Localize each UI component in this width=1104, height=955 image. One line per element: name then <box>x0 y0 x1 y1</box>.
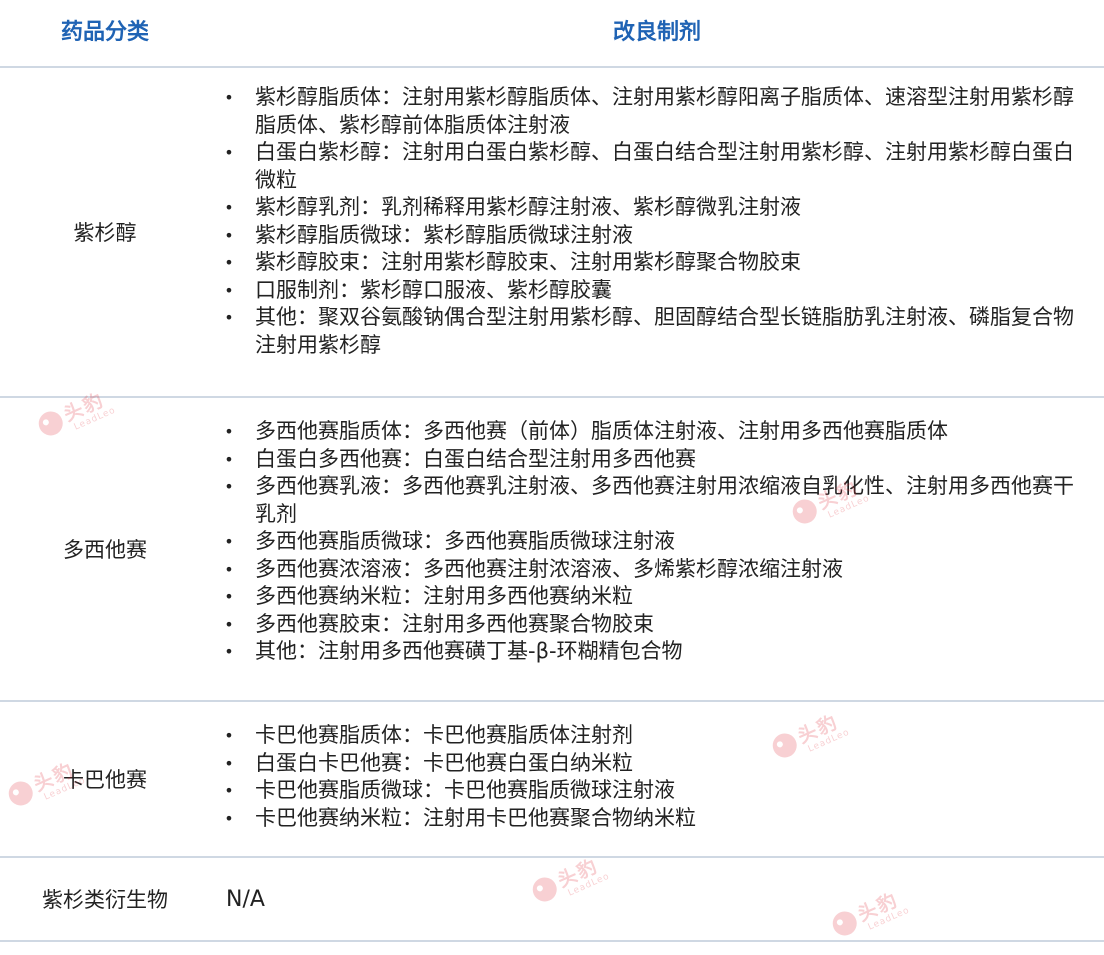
list-item: • 白蛋白紫杉醇：注射用白蛋白紫杉醇、白蛋白结合型注射用紫杉醇、注射用紫杉醇白蛋白… <box>224 139 1094 194</box>
list-item: • 多西他赛乳液：多西他赛乳注射液、多西他赛注射用浓缩液自乳化性、注射用多西他赛干… <box>224 473 1094 528</box>
item-text: 紫杉醇胶束：注射用紫杉醇胶束、注射用紫杉醇聚合物胶束 <box>255 250 801 274</box>
na-value: N/A <box>226 886 265 912</box>
bullet: • <box>224 225 234 245</box>
item-text: 卡巴他赛脂质微球：卡巴他赛脂质微球注射液 <box>255 778 675 802</box>
item-text: 卡巴他赛脂质体：卡巴他赛脂质体注射剂 <box>255 723 633 747</box>
bullet: • <box>224 477 234 496</box>
item-text: 多西他赛浓溶液：多西他赛注射浓溶液、多烯紫杉醇浓缩注射液 <box>255 556 843 581</box>
bullet: • <box>224 781 234 800</box>
table-header: 药品分类 改良制剂 <box>0 0 1104 68</box>
bullet: • <box>224 642 234 661</box>
list-item: • 卡巴他赛脂质微球：卡巴他赛脂质微球注射液 <box>224 777 1094 805</box>
bullet: • <box>224 753 234 773</box>
bullet: • <box>224 143 234 162</box>
category-cell: 多西他赛 <box>63 538 147 562</box>
list-item: • 紫杉醇脂质微球：紫杉醇脂质微球注射液 <box>224 222 1094 250</box>
item-text: 其他：注射用多西他赛磺丁基-β-环糊精包合物 <box>255 639 683 663</box>
item-text: 其他：聚双谷氨酸钠偶合型注射用紫杉醇、胆固醇结合型长链脂肪乳注射液、磷脂复合物注… <box>255 305 1074 357</box>
bullet: • <box>224 280 234 300</box>
item-text: 口服制剂：紫杉醇口服液、紫杉醇胶囊 <box>255 277 612 302</box>
item-text: 多西他赛脂质体：多西他赛（前体）脂质体注射液、注射用多西他赛脂质体 <box>255 419 948 443</box>
item-text: 多西他赛脂质微球：多西他赛脂质微球注射液 <box>255 529 675 553</box>
list-item: • 紫杉醇脂质体：注射用紫杉醇脂质体、注射用紫杉醇阳离子脂质体、速溶型注射用紫杉醇… <box>224 84 1094 139</box>
bullet: • <box>224 422 234 441</box>
list-item: • 白蛋白卡巴他赛：卡巴他赛白蛋白纳米粒 <box>224 750 1094 778</box>
bullet: • <box>224 198 234 217</box>
list-item: • 紫杉醇胶束：注射用紫杉醇胶束、注射用紫杉醇聚合物胶束 <box>224 249 1094 277</box>
table-row: 紫杉类衍生物 N/A <box>0 858 1104 942</box>
formulation-list: • 多西他赛脂质体：多西他赛（前体）脂质体注射液、注射用多西他赛脂质体 • 白蛋白多… <box>224 418 1094 666</box>
bullet: • <box>224 449 234 469</box>
item-text: 紫杉醇脂质体：注射用紫杉醇脂质体、注射用紫杉醇阳离子脂质体、速溶型注射用紫杉醇脂… <box>255 85 1074 137</box>
list-item: • 多西他赛纳米粒：注射用多西他赛纳米粒 <box>224 583 1094 611</box>
item-text: 多西他赛胶束：注射用多西他赛聚合物胶束 <box>255 611 654 636</box>
item-text: 白蛋白卡巴他赛：卡巴他赛白蛋白纳米粒 <box>255 750 633 775</box>
header-category: 药品分类 <box>60 20 149 45</box>
formulation-list: •卡巴他赛脂质体：卡巴他赛脂质体注射剂 •白蛋白卡巴他赛：卡巴他赛白蛋白纳米粒 … <box>224 722 1094 832</box>
list-item: • 白蛋白多西他赛：白蛋白结合型注射用多西他赛 <box>224 446 1094 474</box>
item-text: 紫杉醇脂质微球：紫杉醇脂质微球注射液 <box>255 222 633 247</box>
bullet: • <box>224 88 234 107</box>
bullet: • <box>224 253 234 272</box>
list-item: • 多西他赛浓溶液：多西他赛注射浓溶液、多烯紫杉醇浓缩注射液 <box>224 556 1094 584</box>
category-cell: 卡巴他赛 <box>63 768 147 792</box>
bullet: • <box>224 559 234 579</box>
list-item: • 口服制剂：紫杉醇口服液、紫杉醇胶囊 <box>224 277 1094 305</box>
list-item: • 其他：聚双谷氨酸钠偶合型注射用紫杉醇、胆固醇结合型长链脂肪乳注射液、磷脂复合物… <box>224 304 1094 359</box>
category-cell: 紫杉类衍生物 <box>42 888 168 912</box>
table-row: 卡巴他赛 • 卡巴他赛脂质体：卡巴他赛脂质体注射剂 • 白蛋白卡巴他赛：卡巴他赛白蛋… <box>0 702 1104 858</box>
item-text: 卡巴他赛纳米粒：注射用卡巴他赛聚合物纳米粒 <box>255 805 696 830</box>
list-item: • 多西他赛胶束：注射用多西他赛聚合物胶束 <box>224 611 1094 639</box>
category-cell: 紫杉醇 <box>73 221 137 245</box>
table-row: 紫杉醇 • 紫杉醇脂质体：注射用紫杉醇脂质体、注射用紫杉醇阳离子脂质体、速溶型注射… <box>0 68 1104 398</box>
list-item: • 多西他赛脂质微球：多西他赛脂质微球注射液 <box>224 528 1094 556</box>
item-text: 白蛋白紫杉醇：注射用白蛋白紫杉醇、白蛋白结合型注射用紫杉醇、注射用紫杉醇白蛋白微… <box>255 140 1074 192</box>
list-item: • 多西他赛脂质体：多西他赛（前体）脂质体注射液、注射用多西他赛脂质体 <box>224 418 1094 446</box>
list-item: • 紫杉醇乳剂：乳剂稀释用紫杉醇注射液、紫杉醇微乳注射液 <box>224 194 1094 222</box>
table-row: 多西他赛 • 多西他赛脂质体：多西他赛（前体）脂质体注射液、注射用多西他赛脂质体 … <box>0 398 1104 702</box>
bullet: • <box>224 587 234 606</box>
item-text: 白蛋白多西他赛：白蛋白结合型注射用多西他赛 <box>255 446 696 471</box>
bullet: • <box>224 726 234 745</box>
bullet: • <box>224 308 234 327</box>
bullet: • <box>224 614 234 634</box>
header-formulation: 改良制剂 <box>612 20 701 45</box>
bullet: • <box>224 808 234 828</box>
bullet: • <box>224 532 234 551</box>
formulation-list: • 紫杉醇脂质体：注射用紫杉醇脂质体、注射用紫杉醇阳离子脂质体、速溶型注射用紫杉醇… <box>224 84 1094 359</box>
list-item: • 卡巴他赛脂质体：卡巴他赛脂质体注射剂 <box>224 722 1094 750</box>
item-text: 紫杉醇乳剂：乳剂稀释用紫杉醇注射液、紫杉醇微乳注射液 <box>255 195 801 219</box>
item-text: 多西他赛乳液：多西他赛乳注射液、多西他赛注射用浓缩液自乳化性、注射用多西他赛干乳… <box>255 474 1074 526</box>
item-text: 多西他赛纳米粒：注射用多西他赛纳米粒 <box>255 584 633 608</box>
list-item: • 卡巴他赛纳米粒：注射用卡巴他赛聚合物纳米粒 <box>224 805 1094 833</box>
list-item: • 其他：注射用多西他赛磺丁基-β-环糊精包合物 <box>224 638 1094 666</box>
